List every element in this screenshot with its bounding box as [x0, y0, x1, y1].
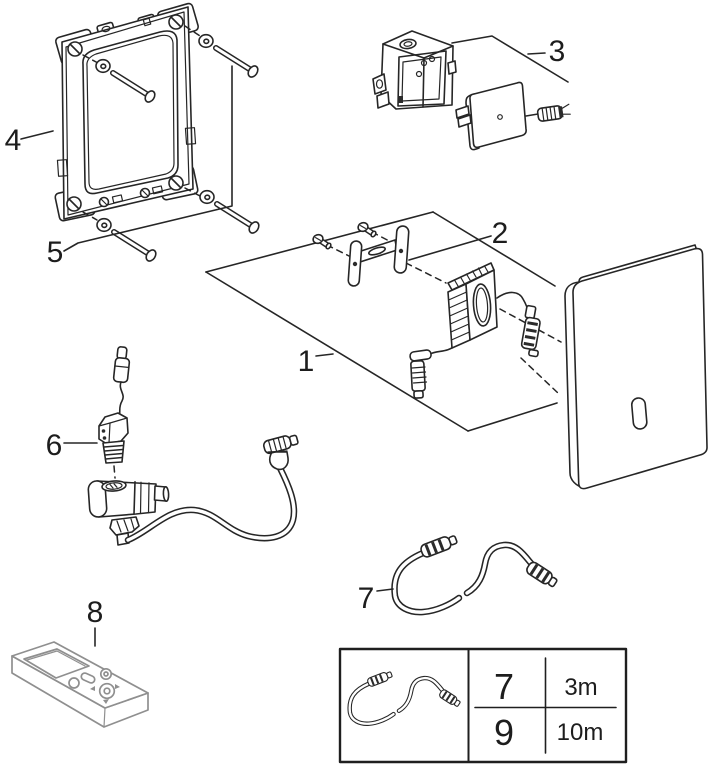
frame-bottom-screws [98, 185, 164, 208]
callout-7: 7 [358, 582, 375, 615]
table-item-9: 9 [494, 712, 514, 753]
flush-plate [564, 244, 708, 490]
screw-with-washer [200, 191, 261, 235]
solenoid-cartridge [98, 412, 129, 464]
bracket-screw [357, 221, 377, 237]
remote-control [11, 641, 149, 728]
callout-3: 3 [549, 35, 566, 68]
remote-arrow-icon [115, 684, 120, 689]
table-length-10m: 10m [557, 719, 604, 746]
table-item-7: 7 [494, 666, 514, 707]
callout-8: 8 [87, 596, 104, 629]
sensor-window [630, 397, 648, 430]
callout-1: 1 [298, 345, 315, 378]
flush-plate-front [572, 247, 708, 490]
remote-button-left [68, 677, 80, 689]
options-table: 7 3m 9 10m [338, 647, 628, 764]
junction-box [372, 30, 457, 110]
callout-4: 4 [5, 124, 22, 157]
solenoid-plug [112, 346, 131, 384]
power-cable-plug [536, 103, 571, 122]
frame-slotted-screw [66, 14, 184, 212]
bracket-screw [312, 233, 332, 249]
callout-2: 2 [492, 217, 509, 250]
power-supply-cover [455, 81, 571, 151]
solenoid-valve [87, 346, 299, 546]
remote-arrow-icon [103, 699, 109, 704]
module-connector-left [409, 349, 432, 399]
module-connector-right [520, 304, 541, 358]
valve-body [87, 480, 170, 546]
callout-5: 5 [47, 236, 64, 269]
electronics-module [409, 262, 562, 399]
screw-with-washer [199, 35, 260, 79]
callout-leaders [20, 35, 569, 647]
table-border [338, 647, 628, 764]
mounting-frame [54, 2, 201, 222]
extension-cable [394, 533, 558, 612]
remote-arrow-icon [90, 686, 95, 691]
callout-6: 6 [46, 429, 63, 462]
remote-button-pill [80, 672, 96, 684]
frame-opening [82, 30, 179, 195]
fixing-bracket [312, 221, 447, 287]
module-top-comb [447, 262, 495, 291]
table-length-3m: 3m [564, 674, 597, 701]
hose-elbow-connector [262, 434, 299, 471]
